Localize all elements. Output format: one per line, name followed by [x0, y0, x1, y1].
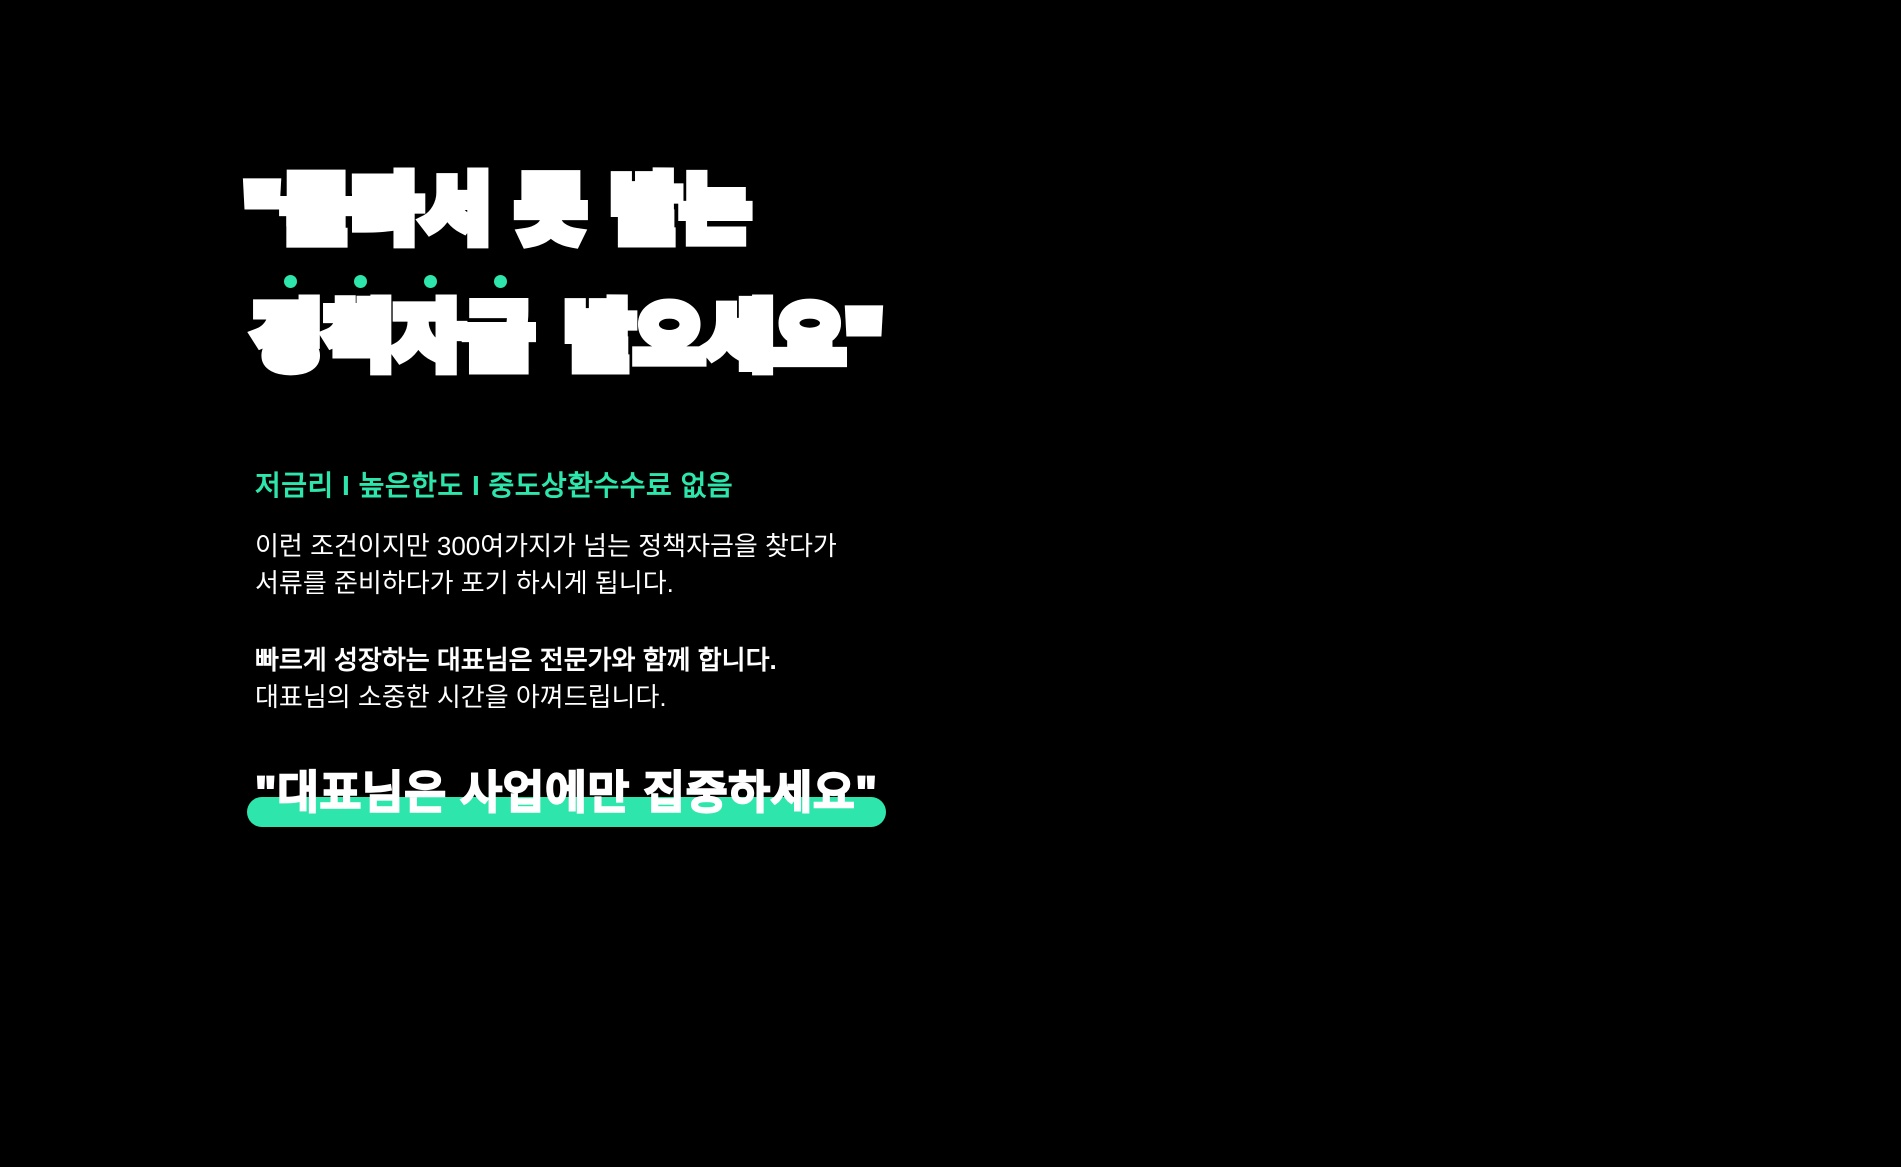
closing-headline-text: "대표님은 사업에만 집중하세요" [254, 766, 878, 819]
paragraph-conditions: 이런 조건이지만 300여가지가 넘는 정책자금을 찾다가 서류를 준비하다가 … [255, 528, 1355, 602]
hero-headline-line1: "몰라서 못 받는 [239, 165, 756, 257]
paragraph-expert-line2: 대표님의 소중한 시간을 아껴드립니다. [255, 682, 667, 713]
hero-emphasized-word: 정책자금 [249, 275, 539, 384]
hero-headline-line2: 정책자금 받으세요" [249, 275, 1355, 384]
closing-highlight-bar [247, 797, 886, 828]
paragraph-expert: 빠르게 성장하는 대표님은 전문가와 함께 합니다. 대표님의 소중한 시간을 … [255, 642, 1355, 716]
promo-content: "몰라서 못 받는 정책자금 받으세요" 저금리 I 높은한도 I 중도상환수수… [239, 165, 1355, 828]
emphasis-dot [494, 275, 508, 289]
closing-headline: "대표님은 사업에만 집중하세요" [247, 756, 886, 828]
emphasis-dot [424, 275, 438, 289]
emphasis-dots [255, 275, 536, 289]
emphasis-dot [283, 275, 297, 289]
paragraph-conditions-line2: 서류를 준비하다가 포기 하시게 됩니다. [255, 568, 674, 599]
hero-emphasized-text: 정책자금 [249, 292, 539, 384]
benefits-line: 저금리 I 높은한도 I 중도상환수수료 없음 [255, 470, 734, 502]
hero-headline: "몰라서 못 받는 정책자금 받으세요" [239, 165, 1355, 385]
paragraph-expert-line1: 빠르게 성장하는 대표님은 전문가와 함께 합니다. [255, 645, 777, 676]
hero-headline-line2-rest: 받으세요" [559, 292, 887, 384]
paragraph-conditions-line1: 이런 조건이지만 300여가지가 넘는 정책자금을 찾다가 [255, 531, 837, 562]
emphasis-dot [353, 275, 367, 289]
